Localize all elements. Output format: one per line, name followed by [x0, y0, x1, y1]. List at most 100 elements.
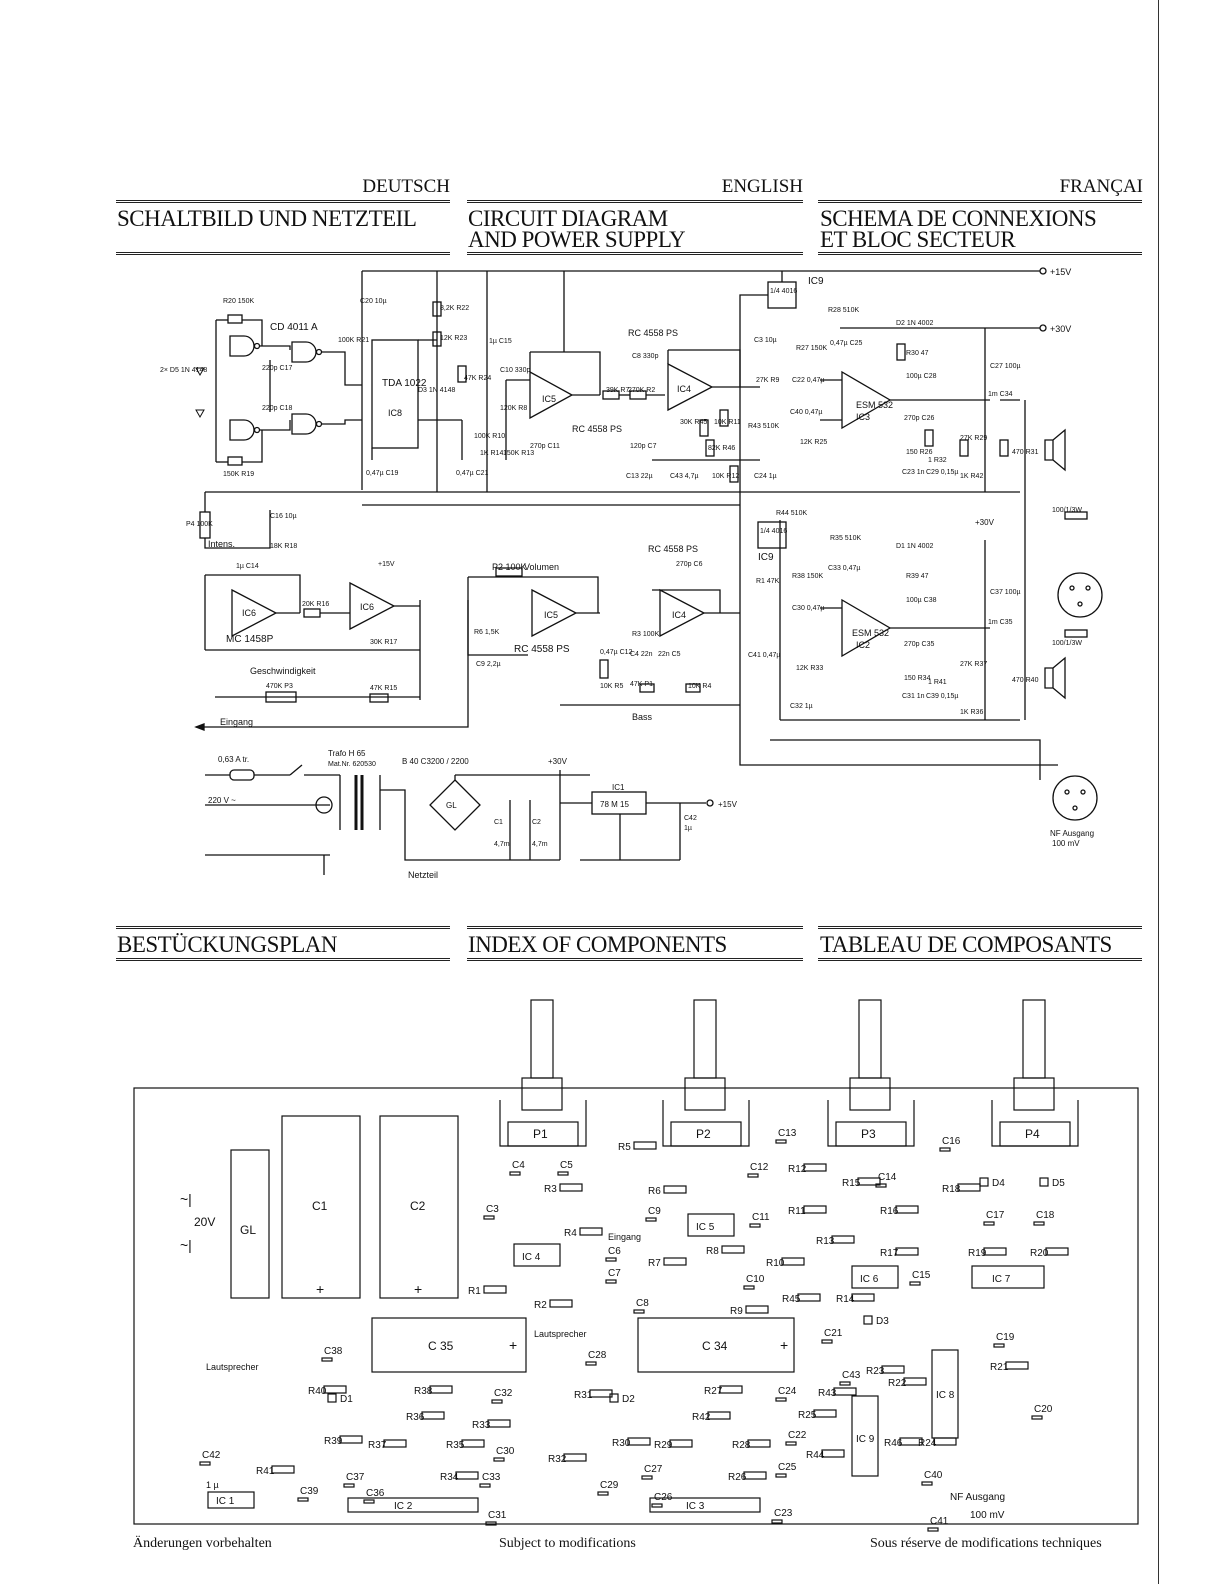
- c27-label: C27 100µ: [990, 363, 1021, 370]
- pcb-part-r42: [707, 1411, 731, 1420]
- pcb-gl-label: GL: [240, 1223, 256, 1237]
- c9-label: C9 2,2µ: [476, 661, 501, 668]
- pcb-part-c5: [557, 1171, 569, 1176]
- pcb-label-r44: R44: [806, 1450, 825, 1461]
- r29-label: 27K R29: [960, 435, 987, 442]
- pcb-label-r3: R3: [544, 1184, 557, 1195]
- c35-label: 270p C35: [904, 641, 934, 648]
- supply-rails: [205, 267, 1047, 506]
- r44-label: R44 510K: [776, 510, 807, 517]
- pcb-ac1: ~|: [180, 1191, 192, 1207]
- eingang-label: Eingang: [220, 717, 253, 727]
- rule-fr-bottom: [818, 252, 1142, 255]
- pcb-label-c37: C37: [346, 1472, 365, 1483]
- pcb-part-r37: [383, 1439, 407, 1448]
- pcb-part-c32: [491, 1399, 503, 1404]
- c29-label: C29 0,15µ: [926, 469, 958, 476]
- ic5-part: RC 4558 PS: [572, 424, 622, 434]
- pcb-part-r33: [487, 1419, 511, 1428]
- c40-label: C40 0,47µ: [790, 409, 822, 416]
- page-edge-line: [1158, 0, 1159, 1584]
- r3-label: R3 100K: [632, 631, 660, 638]
- pcb-part-d3: [863, 1315, 873, 1325]
- pcb-label-r29: R29: [654, 1440, 673, 1451]
- pcb-part-r21: [1005, 1361, 1029, 1370]
- pcb-part-c37: [343, 1483, 355, 1488]
- pcb-part-c18: [1033, 1221, 1045, 1226]
- pcb-part-c21: [821, 1339, 833, 1344]
- pcb-label-r22: R22: [888, 1378, 907, 1389]
- c11-label: 270p C11: [530, 443, 560, 450]
- c13-label: C13 22µ: [626, 473, 653, 480]
- pcb-part-r39: [339, 1435, 363, 1444]
- ic5-lower-part: RC 4558 PS: [514, 644, 570, 655]
- pcb-label-d1: D1: [340, 1394, 353, 1405]
- ic3-part: ESM 532: [856, 400, 893, 410]
- pcb-label-c33: C33: [482, 1472, 501, 1483]
- pcb-label-c14: C14: [878, 1172, 897, 1183]
- pcb-part-c31: [485, 1521, 497, 1526]
- pcb-label-r35: R35: [446, 1440, 465, 1451]
- pcb-ic1: IC 1: [216, 1496, 235, 1507]
- pcb-label-c36: C36: [366, 1488, 385, 1499]
- pcb-label-r12: R12: [788, 1164, 807, 1175]
- pcb-label-r28: R28: [732, 1440, 751, 1451]
- r12-label: 10K R12: [712, 473, 739, 480]
- pcb-part-r45: [797, 1293, 821, 1302]
- pcb-part-c10: [743, 1285, 755, 1290]
- r15-label: 47K R15: [370, 685, 397, 692]
- pcb-lautsprecher-2: Lautsprecher: [534, 1329, 587, 1339]
- pcb-part-r29: [669, 1439, 693, 1448]
- pcb-c1-label: C1: [312, 1199, 328, 1213]
- pcb-label-r15: R15: [842, 1178, 861, 1189]
- pcb-part-c3: [483, 1215, 495, 1220]
- r35-label: R35 510K: [830, 535, 861, 542]
- ic9-lower-part: 1/4 4016: [760, 528, 787, 535]
- c26-label: 270p C26: [904, 415, 934, 422]
- pcb-part-c36: [363, 1499, 375, 1504]
- pcb-part-c8: [633, 1309, 645, 1314]
- ic4-upper-label: IC4: [677, 384, 691, 394]
- pcb-part-r32: [563, 1453, 587, 1462]
- c6-label: 270p C6: [676, 561, 703, 568]
- pcb-part-c24: [775, 1397, 787, 1402]
- c1-value: 4,7m: [494, 841, 510, 848]
- pcb-label-c39: C39: [300, 1486, 319, 1497]
- rule-layout-en: [467, 926, 803, 929]
- pcb-outline: [133, 1087, 1139, 1525]
- pcb-part-c41: [927, 1527, 939, 1532]
- pcb-label-r9: R9: [730, 1306, 743, 1317]
- rule-de-bottom: [116, 252, 450, 255]
- ic9-upper-part: 1/4 4016: [770, 288, 797, 295]
- pcb-label-c18: C18: [1036, 1210, 1055, 1221]
- pcb-label-c11: C11: [752, 1212, 770, 1223]
- pcb-part-r41: [271, 1465, 295, 1474]
- spk-rating-2: 100/1/3W: [1052, 640, 1082, 647]
- pcb-part-r31: [589, 1389, 613, 1398]
- ps-plus15: +15V: [718, 800, 738, 809]
- pcb-ic2: IC 2: [394, 1501, 413, 1512]
- pcb-label-d4: D4: [992, 1178, 1005, 1189]
- pcb-part-c23: [771, 1519, 783, 1524]
- rail-plus30-label: +30V: [1050, 324, 1071, 334]
- pcb-label-c19: C19: [996, 1332, 1015, 1343]
- pcb-label-c25: C25: [778, 1462, 797, 1473]
- pcb-label-r23: R23: [866, 1366, 885, 1377]
- pcb-part-r3: [559, 1183, 583, 1192]
- r28-label: R28 510K: [828, 307, 859, 314]
- d1-label: D1 1N 4002: [896, 543, 933, 550]
- schematic-title-en-2: AND POWER SUPPLY: [468, 227, 686, 252]
- pcb-label-r26: R26: [728, 1472, 747, 1483]
- pcb-ac2: ~|: [180, 1237, 192, 1253]
- pcb-part-r16: [895, 1205, 919, 1214]
- c10-label: C10 330p: [500, 367, 530, 374]
- pcb-label-r8: R8: [706, 1246, 719, 1257]
- pcb-part-c19: [993, 1343, 1005, 1348]
- pcb-label-r24: R24: [918, 1438, 937, 1449]
- pcb-nf-level: 100 mV: [970, 1510, 1005, 1521]
- ic5-upper-opamp: [505, 351, 665, 460]
- ic4-lower-label: IC4: [672, 610, 686, 620]
- pcb-lautsprecher-1: Lautsprecher: [206, 1362, 259, 1372]
- r10-label: 100K R10: [474, 433, 505, 440]
- r21-label: 100K R21: [338, 337, 369, 344]
